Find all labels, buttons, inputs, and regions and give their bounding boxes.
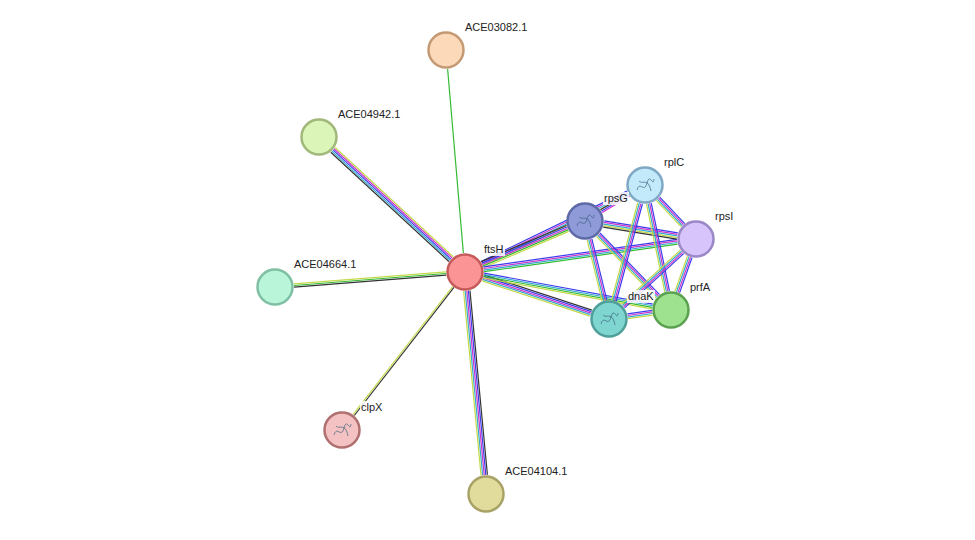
evidence-line: [484, 275, 592, 310]
node-circle: [427, 31, 465, 69]
evidence-line: [483, 239, 676, 267]
evidence-line: [612, 203, 638, 300]
evidence-line: [331, 152, 449, 261]
evidence-line: [651, 203, 669, 291]
evidence-line: [354, 287, 454, 415]
evidence-line: [675, 256, 687, 291]
interaction-edge: [656, 197, 684, 227]
protein-node: ftsH: [446, 253, 484, 291]
evidence-line: [598, 235, 658, 297]
evidence-line: [482, 227, 567, 263]
node-circle: [446, 253, 484, 291]
evidence-line: [332, 151, 450, 260]
node-label: ACE04664.1: [293, 258, 357, 271]
node-circle: [566, 202, 604, 240]
structure-icon: [601, 313, 618, 325]
evidence-line: [484, 276, 592, 311]
evidence-line: [467, 291, 484, 475]
evidence-line: [660, 197, 685, 223]
node-label: ACE03082.1: [464, 21, 528, 34]
node-label: dnaK: [627, 290, 655, 303]
node-label: ACE04104.1: [504, 465, 568, 478]
evidence-line: [482, 228, 567, 264]
evidence-line: [604, 221, 677, 233]
protein-node: ACE04942.1: [300, 118, 338, 156]
interaction-edge: [612, 203, 643, 302]
interaction-edge: [353, 287, 454, 416]
evidence-line: [656, 200, 681, 226]
evidence-line: [587, 240, 602, 301]
node-label: clpX: [360, 401, 383, 414]
structure-icon: [637, 179, 654, 191]
evidence-line: [468, 291, 485, 475]
protein-node: rplC: [626, 166, 664, 204]
evidence-line: [600, 233, 660, 295]
node-label: rpsG: [603, 192, 629, 205]
interaction-edge: [603, 221, 678, 239]
evidence-line: [615, 204, 641, 301]
evidence-line: [604, 224, 677, 236]
protein-node: ACE03082.1: [427, 31, 465, 69]
evidence-line: [481, 225, 566, 261]
node-circle: [677, 220, 715, 258]
evidence-line: [613, 203, 639, 300]
protein-node: clpX: [323, 411, 361, 449]
structure-icon: [334, 424, 351, 436]
evidence-line: [464, 291, 481, 475]
evidence-line: [590, 239, 605, 300]
protein-node: rpsG: [566, 202, 604, 240]
node-circle: [590, 300, 628, 338]
interaction-edge: [627, 310, 652, 318]
evidence-line: [484, 242, 677, 270]
evidence-line: [589, 240, 604, 301]
interaction-edge: [448, 69, 464, 253]
interaction-edge: [294, 272, 446, 287]
interaction-edge: [464, 291, 488, 476]
interaction-edge: [331, 148, 453, 262]
evidence-line: [465, 291, 482, 475]
protein-node: ACE04104.1: [467, 475, 505, 513]
evidence-line: [294, 272, 446, 284]
evidence-line: [603, 226, 676, 238]
node-label: ftsH: [483, 243, 505, 256]
protein-node: prfA: [652, 291, 690, 329]
evidence-line: [294, 273, 446, 285]
protein-node: ACE04664.1: [256, 268, 294, 306]
node-label: ACE04942.1: [337, 108, 401, 121]
node-label: rplC: [663, 156, 685, 169]
interaction-edge: [596, 233, 659, 298]
interaction-edge: [587, 239, 607, 301]
evidence-line: [659, 198, 684, 224]
node-circle: [467, 475, 505, 513]
interaction-edge: [483, 239, 677, 271]
node-circle: [256, 268, 294, 306]
node-circle: [323, 411, 361, 449]
evidence-line: [657, 199, 682, 225]
protein-node: rpsI: [677, 220, 715, 258]
node-label: prfA: [689, 281, 711, 294]
evidence-line: [677, 257, 689, 292]
evidence-line: [335, 148, 453, 257]
evidence-line: [484, 241, 677, 269]
evidence-line: [448, 69, 464, 253]
evidence-line: [603, 227, 676, 239]
evidence-line: [333, 150, 451, 259]
node-circle: [626, 166, 664, 204]
evidence-line: [616, 204, 642, 301]
node-label: rpsI: [714, 210, 734, 223]
evidence-line: [604, 222, 677, 234]
evidence-line: [334, 149, 452, 258]
node-circle: [300, 118, 338, 156]
evidence-line: [353, 287, 453, 415]
node-circle: [652, 291, 690, 329]
evidence-line: [484, 244, 677, 272]
evidence-line: [294, 275, 446, 287]
structure-icon: [577, 215, 594, 227]
evidence-line: [628, 315, 652, 319]
protein-node: dnaK: [590, 300, 628, 338]
